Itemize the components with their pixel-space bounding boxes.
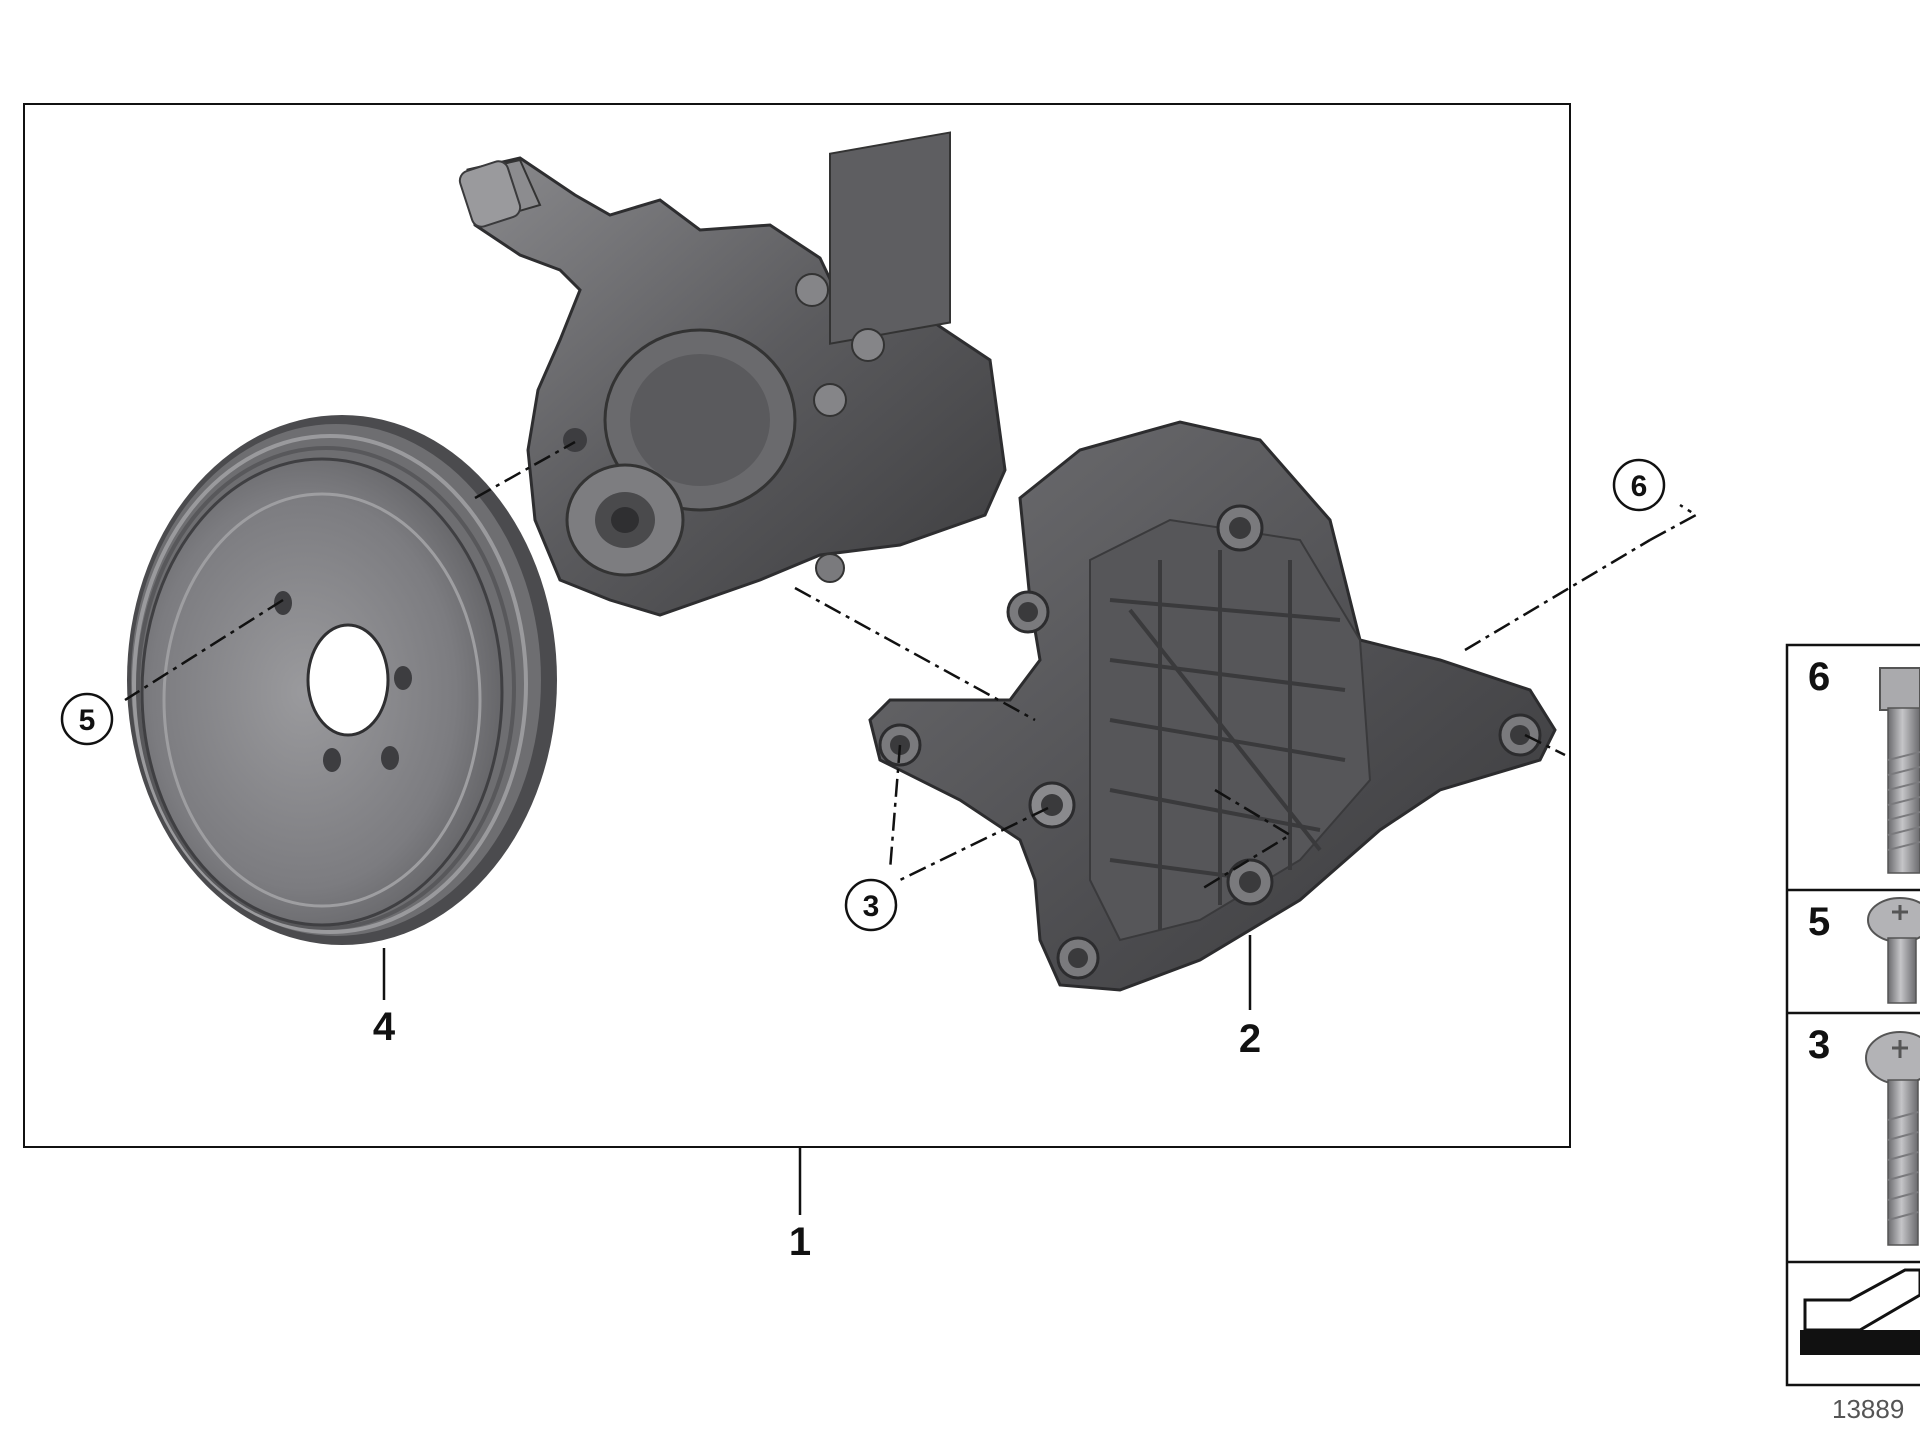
diagram-code: 13889 [1832, 1394, 1904, 1424]
legend-item-bracket-screw: 3 [1808, 1023, 1920, 1246]
bubble-bracket-screw: 3 [844, 878, 898, 932]
power-steering-pump-illustration [458, 131, 1007, 617]
svg-text:6: 6 [1808, 655, 1830, 699]
pulley-illustration [127, 415, 557, 945]
legend-item-bolt: 6 [1808, 655, 1920, 874]
svg-text:6: 6 [1631, 470, 1648, 503]
bracket-illustration [868, 420, 1557, 992]
legend-arrow-icon [1800, 1268, 1920, 1355]
callout-bracket: 2 [1239, 1017, 1261, 1061]
bubble-bolt: 6 [1612, 458, 1666, 512]
svg-text:5: 5 [1808, 900, 1830, 944]
fastener-legend: 6 5 3 [1785, 643, 1920, 1387]
legend-item-pulley-screw: 5 [1808, 897, 1920, 1004]
callout-main-assembly: 1 [789, 1220, 811, 1264]
bubble-pulley-screw: 5 [60, 692, 114, 746]
svg-text:3: 3 [863, 890, 880, 923]
svg-text:5: 5 [79, 704, 96, 737]
callout-pulley: 4 [373, 1005, 396, 1049]
assembly-frame [23, 103, 1571, 1148]
assembly-lines [124, 440, 1699, 892]
svg-text:3: 3 [1808, 1023, 1830, 1067]
leader-lines [382, 935, 1252, 1215]
